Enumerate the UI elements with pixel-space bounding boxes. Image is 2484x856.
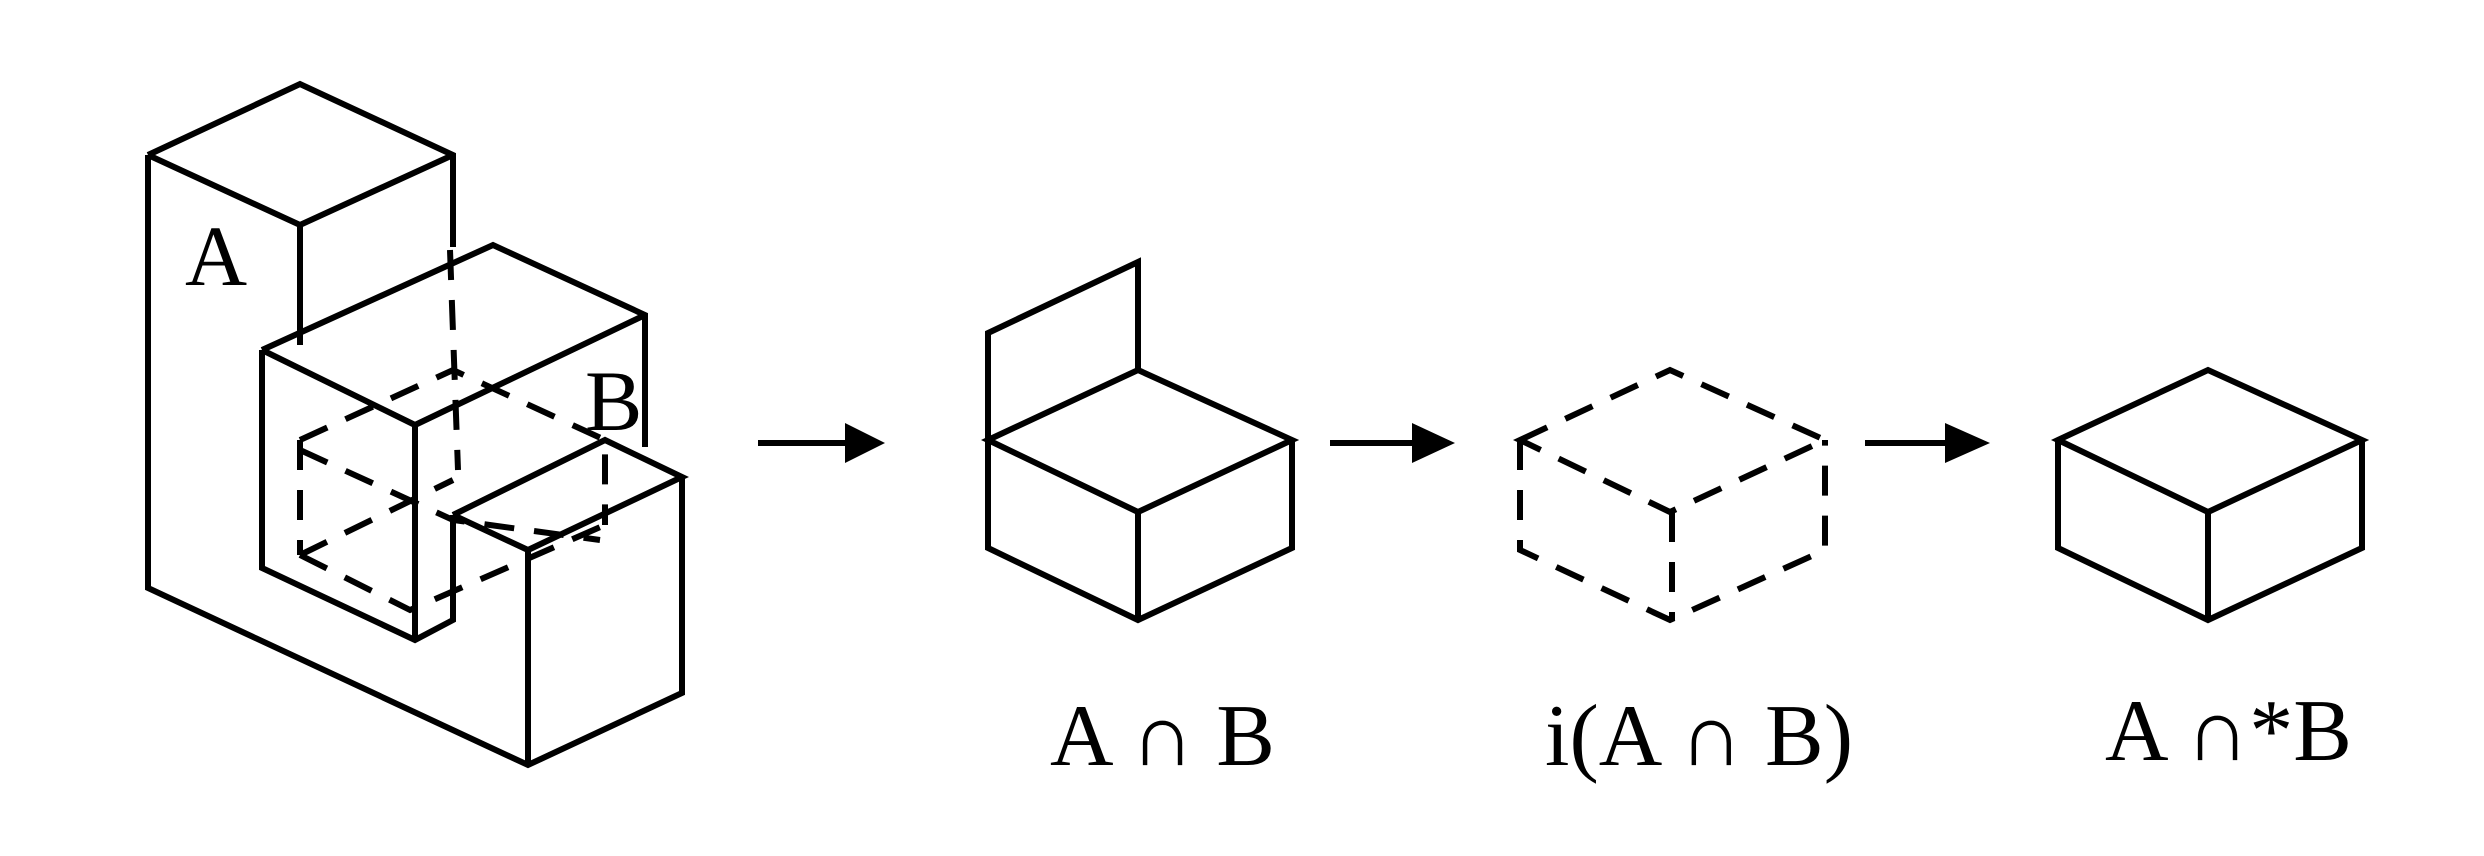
caption-intersection: A ∩ B [1050, 688, 1275, 785]
intersection-dangling-face [985, 257, 1141, 440]
arrow-3-head-icon [1945, 423, 1990, 463]
interior-solid [1512, 366, 1833, 624]
regularized-solid [2050, 366, 2370, 624]
arrow-2-head-icon [1412, 423, 1455, 463]
intersection-top-face [980, 366, 1300, 516]
solid-b-hidden-bottom [298, 522, 607, 614]
solid-a-hidden-vertical [447, 249, 461, 471]
solid-b-hidden-diagonal-1 [298, 447, 601, 543]
intersection-solid [980, 257, 1300, 624]
arrow-2 [1330, 423, 1455, 463]
solid-b [259, 241, 689, 765]
label-b: B [585, 353, 642, 449]
arrow-1 [758, 423, 885, 463]
solid-b-front-left-edge [260, 347, 417, 428]
solid-b-hidden-diagonal-2 [298, 477, 455, 558]
solid-b-hidden-top [298, 366, 608, 525]
input-solids: A B [145, 80, 689, 769]
solid-b-inner-step [451, 436, 689, 554]
caption-regularized: A ∩*B [2105, 683, 2352, 780]
solid-b-top-right-edge [413, 312, 647, 428]
arrow-3 [1865, 423, 1990, 463]
solid-a-outline [146, 80, 456, 247]
arrow-1-head-icon [845, 423, 885, 463]
regularized-top-face [2050, 366, 2370, 516]
solid-b-top [260, 241, 648, 447]
interior-top-face [1512, 366, 1833, 516]
caption-interior: i(A ∩ B) [1545, 688, 1853, 785]
label-a: A [185, 208, 247, 304]
